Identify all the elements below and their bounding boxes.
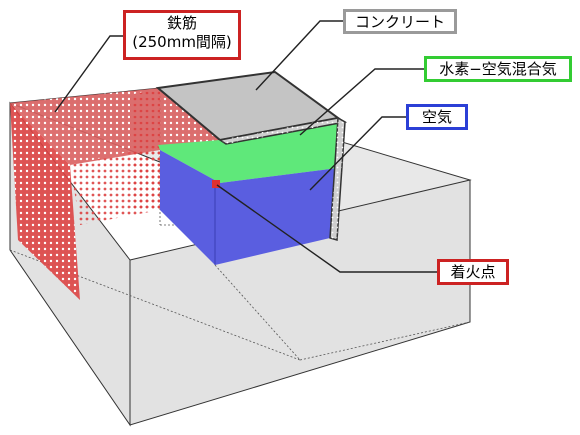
- leader-ignition: [216, 184, 437, 273]
- ignition-point: [212, 180, 220, 188]
- rebar-inner-wall: [130, 88, 160, 212]
- rebar-label-line2: (250mm間隔): [132, 33, 232, 51]
- rebar-label: 鉄筋 (250mm間隔): [123, 10, 241, 60]
- leader-lines: [54, 20, 437, 273]
- air-label: 空気: [406, 104, 468, 130]
- concrete-walls: [218, 116, 348, 241]
- concrete-side-wall-dots: [330, 118, 345, 240]
- rebar-label-line1: 鉄筋: [166, 14, 197, 32]
- leader-concrete: [255, 20, 343, 91]
- leader-air: [309, 116, 406, 191]
- rebar-left-wall-dots: [10, 103, 80, 300]
- mixture-region: [158, 118, 338, 183]
- concrete-label: コンクリート: [343, 9, 457, 34]
- mixture-label: 水素−空気混合気: [424, 56, 572, 82]
- leader-rebar: [54, 35, 123, 113]
- leader-mixture: [299, 68, 424, 136]
- ignition-label: 着火点: [437, 259, 509, 285]
- hidden-edge: [299, 321, 471, 361]
- concrete-back-wall-dots: [220, 118, 345, 144]
- hidden-edge: [214, 264, 301, 361]
